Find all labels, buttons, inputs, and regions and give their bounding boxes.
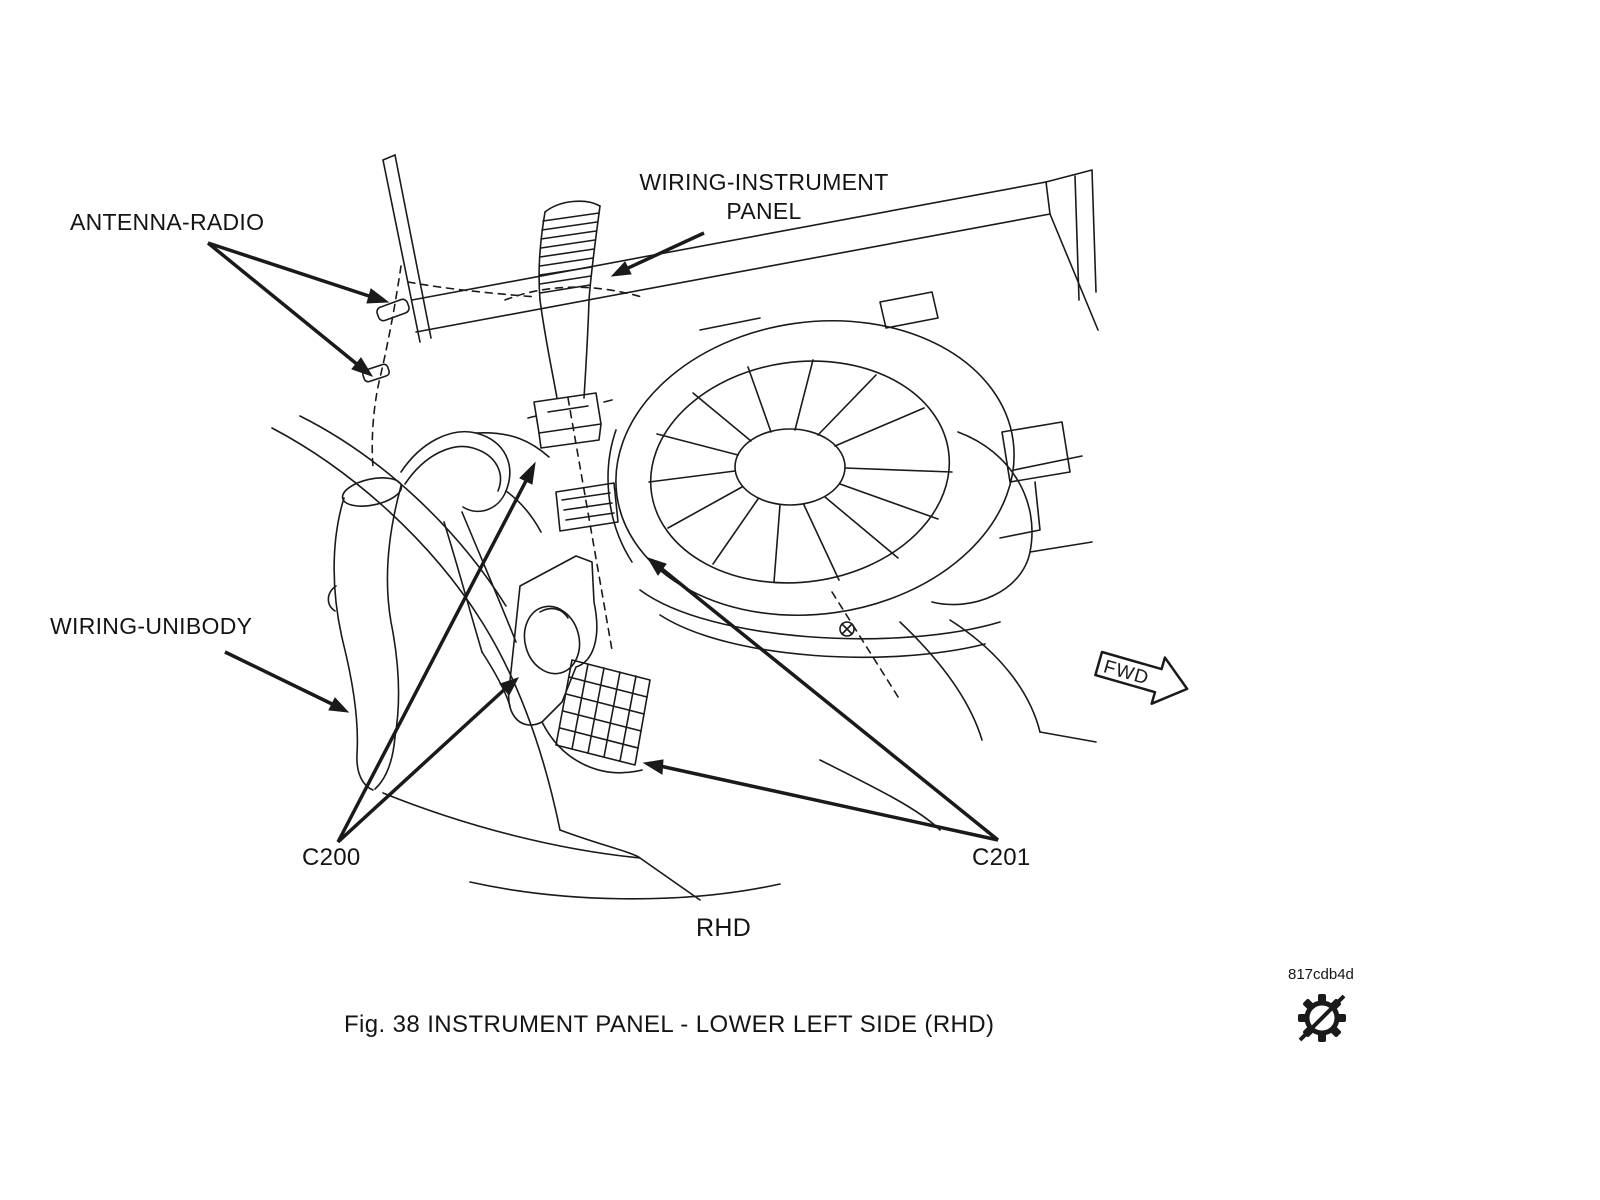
label-antenna-radio: ANTENNA-RADIO <box>70 209 265 235</box>
unibody-harness-tube <box>327 431 550 791</box>
instrument-panel-beam <box>382 154 1099 343</box>
leader-wiring-instrument-panel <box>610 231 705 277</box>
gear-icon <box>1298 994 1346 1042</box>
cowl-structure <box>899 421 1097 743</box>
instrument-panel-harness-tube <box>407 200 643 399</box>
leader-c201-lower <box>642 759 999 842</box>
drawing-code: 817cdb4d <box>1288 966 1354 983</box>
antenna-cable <box>362 265 410 469</box>
label-c200: C200 <box>302 844 361 871</box>
leader-antenna-radio-1 <box>207 241 390 304</box>
lower-bracket <box>443 511 651 774</box>
leader-c201-upper <box>646 557 1000 842</box>
leader-antenna-radio-2 <box>206 241 374 377</box>
leader-c200-upper <box>336 461 536 843</box>
floor-structure <box>271 415 941 901</box>
orientation-label: RHD <box>696 914 752 942</box>
leader-wiring-unibody <box>224 650 350 713</box>
leader-c200-lower <box>336 677 520 844</box>
fwd-arrow-icon: FWD <box>1094 650 1189 705</box>
leader-arrows <box>206 231 1000 844</box>
blower-housing <box>607 319 1093 701</box>
label-wiring-instrument-panel: WIRING-INSTRUMENT PANEL <box>639 169 889 224</box>
label-c201: C201 <box>972 844 1031 871</box>
figure-caption: Fig. 38 INSTRUMENT PANEL - LOWER LEFT SI… <box>344 1011 995 1038</box>
label-wiring-unibody: WIRING-UNIBODY <box>50 613 253 639</box>
connector-stack <box>527 392 619 651</box>
